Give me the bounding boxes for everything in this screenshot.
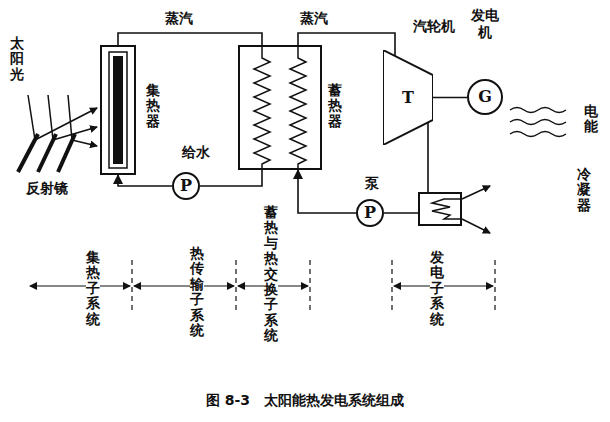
pipe-connector	[298, 170, 356, 213]
power-wave	[510, 108, 566, 137]
node-heading: 发电机	[471, 7, 499, 41]
pipe-connector	[200, 170, 262, 186]
collector-box: 集热器	[100, 45, 136, 175]
pump-circle: 给水P	[172, 172, 200, 200]
generator-circle: 发电机G	[467, 79, 503, 115]
turbine-symbol: 汽轮机T	[383, 50, 433, 145]
pipe-connector	[118, 33, 262, 45]
condenser-box: 冷凝器	[418, 192, 462, 226]
collector-tube	[109, 52, 127, 168]
subsystem-label: 集热子系统	[86, 250, 100, 327]
pipe-label: 蒸汽	[300, 10, 328, 27]
output-label: 电能	[584, 104, 598, 135]
subsystem-label: 发电子系统	[430, 250, 444, 327]
sun-rays	[28, 95, 97, 146]
node-heading: 集热器	[146, 83, 160, 129]
node-heading: 冷凝器	[577, 167, 591, 213]
pipe-connector	[384, 212, 418, 214]
symbol-letter: P	[364, 205, 376, 221]
node-heading: 蓄热器	[328, 83, 342, 129]
node-heading: 泵	[365, 175, 379, 192]
pipe-label: 蒸汽	[165, 10, 193, 27]
pipe-connector	[118, 175, 172, 186]
symbol-letter: T	[402, 90, 414, 106]
pump-circle: 泵P	[356, 199, 384, 227]
mirror-label: 反射镜	[26, 180, 68, 197]
pipe-connector	[427, 123, 429, 193]
mirror-symbol	[18, 134, 75, 172]
node-heading: 汽轮机	[413, 18, 455, 35]
storage-box: 蓄热器	[238, 45, 322, 170]
symbol-letter: G	[478, 89, 492, 105]
sunlight-label: 太阳光	[10, 36, 24, 82]
subsystem-label: 热传输子系统	[190, 246, 204, 338]
symbol-letter: P	[180, 178, 192, 194]
heat-coil	[254, 45, 306, 170]
subsystem-label: 蓄热与热交换子系统	[264, 205, 278, 344]
figure-caption: 图 8-3 太阳能热发电系统组成	[0, 392, 610, 409]
node-heading: 给水	[182, 144, 210, 161]
pipe-connector	[433, 97, 467, 99]
